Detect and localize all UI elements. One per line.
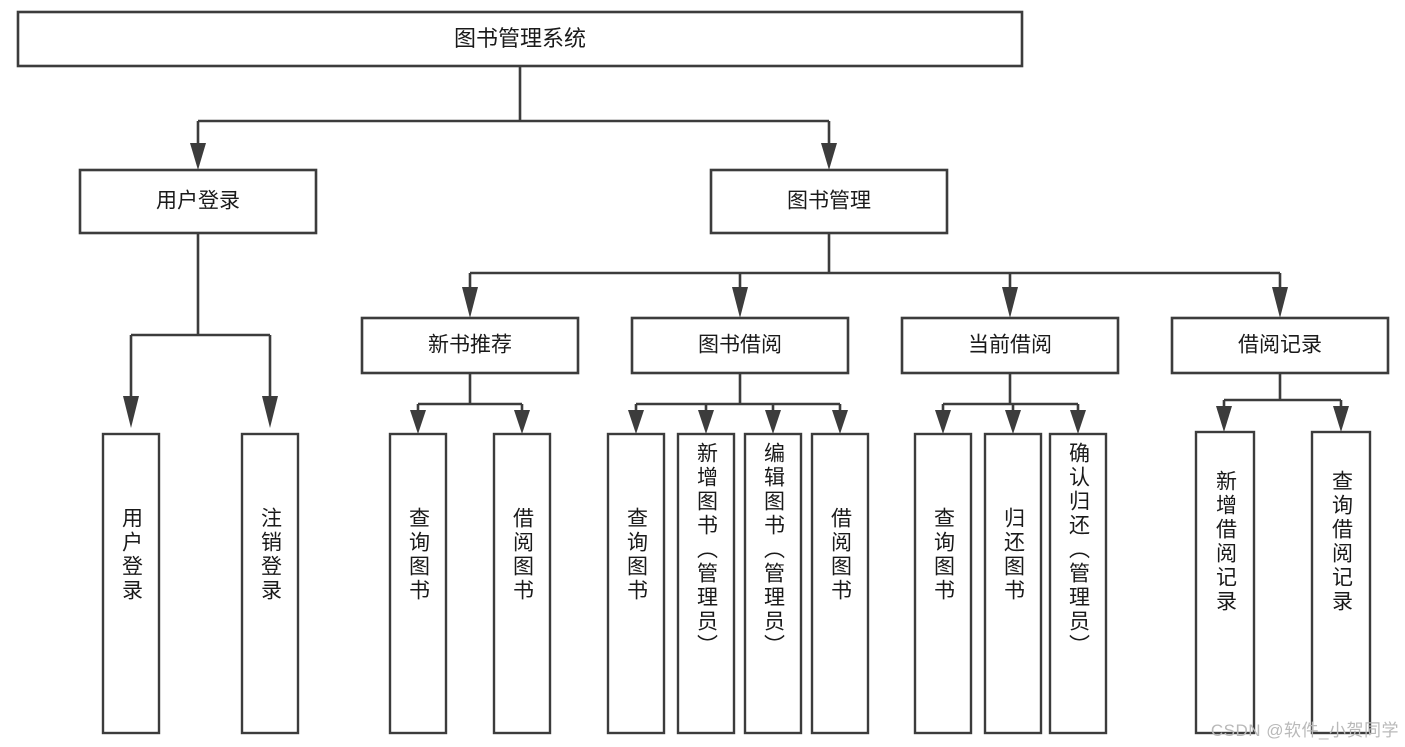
- node-borrow-record-label: 借阅记录: [1238, 334, 1322, 357]
- node-current-borrow-box[interactable]: [900, 316, 1120, 375]
- node-root-label: 图书管理系统: [454, 26, 586, 51]
- leaf-box-query-book-3[interactable]: [913, 432, 973, 735]
- leaf-box-return-book[interactable]: [983, 432, 1043, 735]
- arrow-head-icon: [698, 410, 714, 434]
- leaf-box-add-book-admin[interactable]: [676, 432, 736, 735]
- node-current-borrow-label: 当前借阅: [968, 334, 1052, 357]
- node-new-book-recommend-label: 新书推荐: [428, 334, 512, 357]
- node-borrow-record-box[interactable]: [1170, 316, 1390, 375]
- arrow-head-icon: [1216, 406, 1232, 432]
- arrow-head-icon: [821, 143, 837, 170]
- arrow-head-icon: [514, 410, 530, 434]
- arrow-head-icon: [1272, 287, 1288, 318]
- arrow-head-icon: [1005, 410, 1021, 434]
- arrow-head-icon: [1333, 406, 1349, 432]
- connector-group-booksmgmt-to-level3: [462, 233, 1288, 318]
- arrow-head-icon: [1070, 410, 1086, 434]
- leaf-box-confirm-return-admin[interactable]: [1048, 432, 1108, 735]
- arrow-head-icon: [262, 396, 278, 428]
- watermark: CSDN @软件_小贺同学: [1210, 721, 1399, 740]
- leaf-box-add-borrow-record[interactable]: [1194, 430, 1256, 735]
- leaf-box-query-borrow-record[interactable]: [1310, 430, 1372, 735]
- leaf-box-logout[interactable]: [240, 432, 300, 735]
- arrow-head-icon: [832, 410, 848, 434]
- connector-group-currentborrow-to-leaves: [935, 373, 1086, 434]
- arrow-head-icon: [765, 410, 781, 434]
- arrow-head-icon: [410, 410, 426, 434]
- node-user-login-label: 用户登录: [156, 190, 240, 213]
- arrow-head-icon: [935, 410, 951, 434]
- arrow-head-icon: [190, 143, 206, 170]
- connector-group-borrowrecord-to-leaves: [1216, 373, 1349, 432]
- arrow-head-icon: [628, 410, 644, 434]
- arrow-head-icon: [1002, 287, 1018, 318]
- arrow-head-icon: [123, 396, 139, 428]
- connector-group-bookborrow-to-leaves: [628, 373, 848, 434]
- leaf-box-borrow-book-2[interactable]: [810, 432, 870, 735]
- connector-group-userlogin-to-leaves: [123, 233, 278, 428]
- node-new-book-recommend-box[interactable]: [360, 316, 580, 375]
- leaf-box-query-book-2[interactable]: [606, 432, 666, 735]
- node-book-borrow-box[interactable]: [630, 316, 850, 375]
- node-book-borrow-label: 图书借阅: [698, 334, 782, 357]
- arrow-head-icon: [732, 287, 748, 318]
- arrow-head-icon: [462, 287, 478, 318]
- node-user-login-box[interactable]: [78, 168, 318, 235]
- leaf-box-borrow-book-1[interactable]: [492, 432, 552, 735]
- leaf-box-user-login[interactable]: [101, 432, 161, 735]
- connector-group-newbook-to-leaves: [410, 373, 530, 434]
- leaf-box-edit-book-admin[interactable]: [743, 432, 803, 735]
- leaf-box-query-book-1[interactable]: [388, 432, 448, 735]
- node-root-box[interactable]: [16, 10, 1024, 68]
- node-book-management-label: 图书管理: [787, 190, 871, 213]
- connector-group-root-to-level2: [190, 66, 837, 170]
- node-book-management-box[interactable]: [709, 168, 949, 235]
